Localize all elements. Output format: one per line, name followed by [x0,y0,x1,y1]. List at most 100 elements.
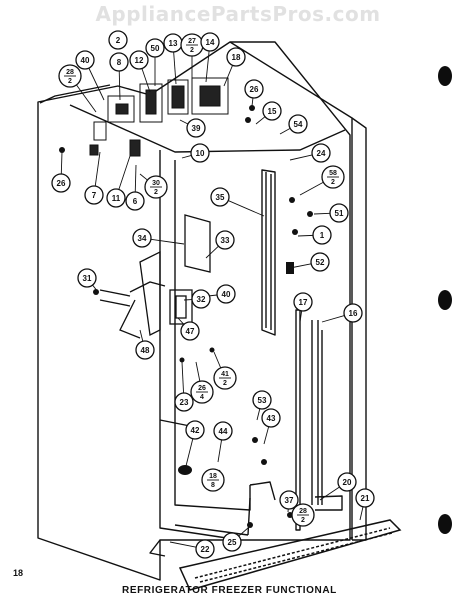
callout-circle [222,532,242,552]
callout-label: 31 [83,274,92,283]
callout-label: 40 [81,56,90,65]
binder-hole-top [438,66,452,86]
callout-circle [210,187,230,207]
callout-23: 23 [174,392,194,412]
callout-label: 37 [285,496,294,505]
evaporator-cover [184,214,211,273]
callout-40b: 40 [216,284,236,304]
callout-leader [297,234,314,237]
callout-circle [329,203,349,223]
callout-39: 39 [186,118,206,138]
callout-label: 42 [191,426,200,435]
callout-leader [213,351,222,369]
callout-label: 26 [57,179,66,188]
callout-leader [179,119,189,125]
callout-circle [216,284,236,304]
callout-leader [139,173,148,181]
callout-label: 22 [201,545,210,554]
callout-43: 43 [261,408,281,428]
callout-leader [205,50,210,83]
callout-32: 32 [191,289,211,309]
mullion [261,169,276,336]
binder-hole-bottom [438,514,452,534]
callout-label: 20 [343,478,352,487]
callout-label: 17 [299,298,308,307]
callout-leader [76,84,97,113]
callout-leader [279,127,291,135]
callout-circle [312,225,332,245]
callout-leader [289,154,313,161]
callout-circle [51,173,71,193]
callout-circle [190,143,210,163]
callout-circle [293,292,313,312]
callout-52: 52 [310,252,330,272]
callout-label: 7 [92,191,97,200]
callout-leader [289,263,312,269]
callout-circle [185,420,205,440]
callout-circle [200,32,220,52]
callout-circle [75,50,95,70]
callout-circle [125,191,145,211]
callout-20: 20 [337,472,357,492]
callout-leader [223,65,233,87]
callout-40a: 40 [75,50,95,70]
callout-25: 25 [222,532,242,552]
callout-leader [150,238,185,245]
callout-label: 18 [232,53,241,62]
callout-7: 7 [84,185,104,205]
callout-circle [215,230,235,250]
callout-circle [195,539,215,559]
callout-18: 18 [226,47,246,67]
callout-leader [238,527,249,537]
callout-circle [343,303,363,323]
callout-13: 13 [163,33,183,53]
callout-1: 1 [312,225,332,245]
callout-circle [262,101,282,121]
callout-label: 33 [221,236,230,245]
drain-tube [99,289,131,307]
callout-label: 12 [135,56,144,65]
callout-circle [337,472,357,492]
callout-leader [94,151,101,187]
callout-circle [191,289,211,309]
callout-44: 44 [213,421,233,441]
callout-leader [359,506,364,521]
callout-label: 11 [112,194,121,203]
callout-label: 21 [361,494,370,503]
callout-leader [205,245,219,259]
callout-label: 51 [335,209,344,218]
callout-label: 39 [192,124,201,133]
diagram-caption: REFRIGERATOR FREEZER FUNCTIONAL [122,585,337,596]
callout-26a: 26 [244,79,264,99]
callout-label: 54 [294,120,303,129]
callout-circle [252,390,272,410]
callout-37: 37 [279,490,299,510]
callout-2: 2 [108,30,128,50]
callout-label: 50 [151,44,160,53]
callout-circle [311,143,331,163]
callout-leader [228,200,265,217]
fan-motor-bracket [169,289,193,325]
callout-26b: 26 [51,173,71,193]
callout-circle [174,392,194,412]
callout-leader [181,361,185,394]
callout-circle [77,268,97,288]
callout-42: 42 [185,420,205,440]
callout-leader [118,155,131,190]
callout-leader [173,51,177,85]
callout-label: 14 [206,38,215,47]
callout-circle [129,50,149,70]
